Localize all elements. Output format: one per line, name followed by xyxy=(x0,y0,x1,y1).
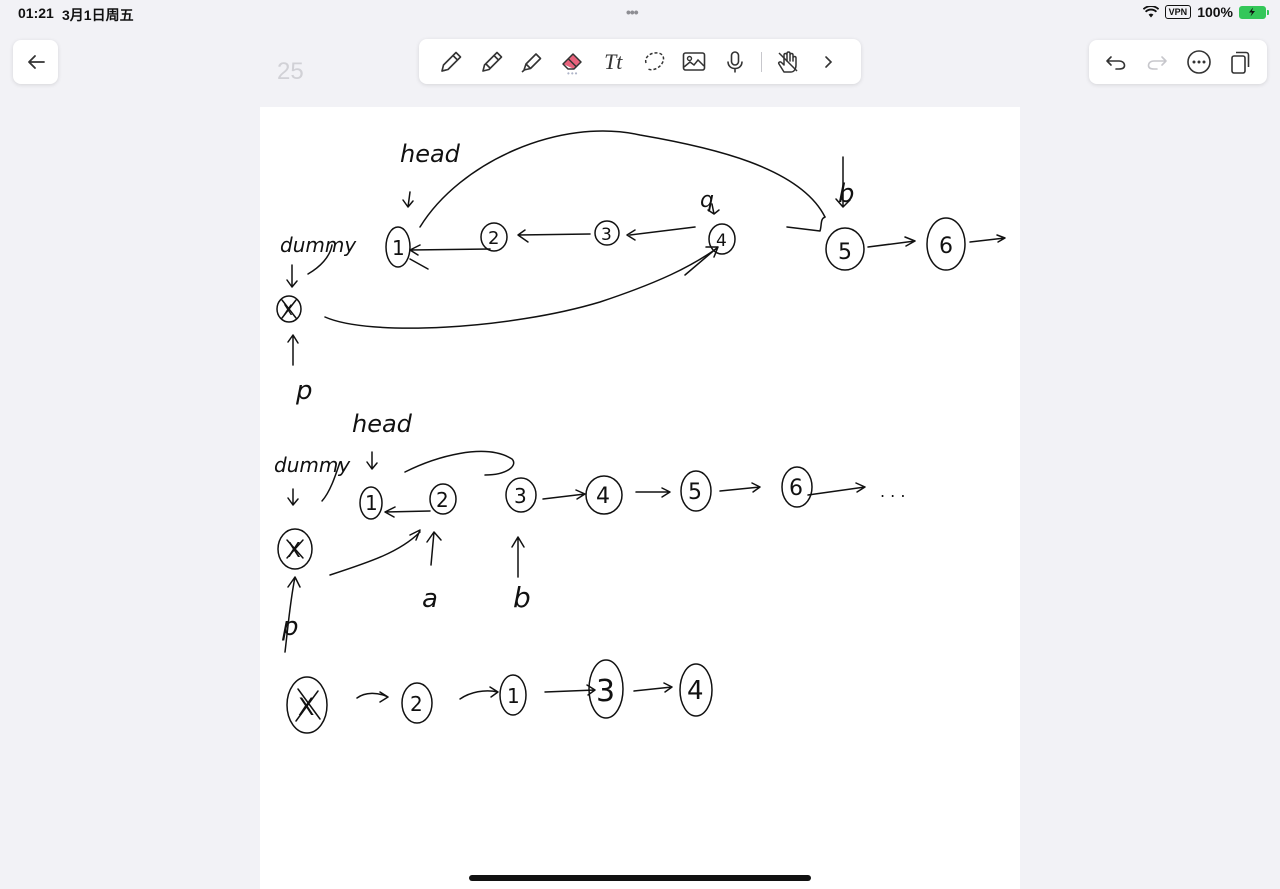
eraser-icon xyxy=(562,52,582,70)
node-4 xyxy=(708,223,736,255)
label-head-1: head xyxy=(400,140,461,168)
microphone-tool[interactable] xyxy=(715,39,756,84)
page-number: 25 xyxy=(277,58,304,85)
node3-4-label: 4 xyxy=(687,676,704,706)
node3-3-label: 3 xyxy=(596,674,615,709)
touch-tool[interactable] xyxy=(768,39,809,84)
node3-3 xyxy=(588,659,624,719)
toolbar-expand-button[interactable] xyxy=(808,39,849,84)
node-1-label: 1 xyxy=(392,236,405,260)
vpn-badge: VPN xyxy=(1164,5,1192,19)
label-b-1: b xyxy=(838,179,855,209)
undo-button[interactable] xyxy=(1097,40,1135,84)
node2-3-label: 3 xyxy=(514,484,527,508)
node3-4 xyxy=(679,663,713,717)
node-3-label: 3 xyxy=(601,225,612,245)
node2-2-label: 2 xyxy=(436,488,449,512)
microphone-icon xyxy=(726,50,743,72)
node-5-label: 5 xyxy=(838,240,852,265)
node2-3 xyxy=(505,477,537,513)
battery-percent: 100% xyxy=(1197,4,1233,20)
node-x-label: X xyxy=(283,303,293,319)
multitask-indicator[interactable]: ••• xyxy=(626,4,639,20)
redo-button[interactable] xyxy=(1138,40,1176,84)
image-tool[interactable] xyxy=(674,39,715,84)
pen-icon xyxy=(441,51,462,72)
node-4-label: 4 xyxy=(716,231,727,251)
node-2 xyxy=(480,222,508,252)
node3-2-label: 2 xyxy=(410,692,423,716)
chevron-right-icon xyxy=(824,55,832,68)
highlighter-icon xyxy=(521,52,542,73)
redo-icon xyxy=(1147,56,1168,70)
node-x xyxy=(276,295,302,323)
node2-2 xyxy=(429,483,457,515)
node2-x xyxy=(277,528,313,570)
ellipsis: . . . xyxy=(880,482,905,501)
label-b-2: b xyxy=(513,581,531,614)
eraser-size-indicator: ••• xyxy=(567,69,579,78)
node2-1-label: 1 xyxy=(365,491,378,515)
more-icon xyxy=(1186,50,1211,74)
node2-5 xyxy=(680,470,712,512)
more-button[interactable] xyxy=(1180,40,1218,84)
note-canvas[interactable]: head dummy p q b X 1 2 3 4 5 6 head dumm… xyxy=(260,107,1020,889)
battery-icon xyxy=(1239,5,1269,19)
label-dummy-2: dummy xyxy=(274,453,351,477)
eraser-tool[interactable]: ••• xyxy=(553,39,594,84)
lasso-tool[interactable] xyxy=(634,39,675,84)
text-tool[interactable]: Tt xyxy=(593,39,634,84)
node-5 xyxy=(825,227,865,271)
pages-icon xyxy=(1231,51,1250,74)
node-1 xyxy=(385,226,411,268)
home-indicator[interactable] xyxy=(469,875,811,881)
node3-1 xyxy=(499,674,527,716)
image-icon xyxy=(682,51,706,71)
label-p-1: p xyxy=(295,376,313,406)
node-2-label: 2 xyxy=(488,228,499,249)
label-a: a xyxy=(422,584,438,614)
node-3 xyxy=(594,220,620,246)
node-6-label: 6 xyxy=(939,234,953,259)
label-q: q xyxy=(700,188,714,213)
node2-x-label: X xyxy=(287,538,301,562)
node3-1-label: 1 xyxy=(507,684,520,708)
node-6 xyxy=(926,217,966,271)
label-head-2: head xyxy=(352,410,413,438)
highlighter-tool[interactable] xyxy=(512,39,553,84)
document-actions xyxy=(1089,40,1267,84)
status-date: 3月1日周五 xyxy=(62,7,134,23)
text-tool-icon: Tt xyxy=(604,48,623,74)
status-time: 01:21 xyxy=(18,5,54,21)
touch-hand-icon xyxy=(778,50,798,73)
arrow-left-icon xyxy=(27,55,45,69)
node2-5-label: 5 xyxy=(688,480,702,505)
curve-head-to-5 xyxy=(419,130,826,228)
label-p-2: p xyxy=(281,612,299,642)
label-dummy-1: dummy xyxy=(280,233,357,257)
node2-4-label: 4 xyxy=(596,484,610,509)
status-indicators: VPN 100% xyxy=(1142,4,1269,20)
lasso-icon xyxy=(644,51,664,70)
drawing-toolbar: ••• Tt xyxy=(419,39,861,84)
pen-tool[interactable] xyxy=(431,39,472,84)
node3-x-label: X xyxy=(298,693,314,721)
status-bar: 01:21 3月1日周五 ••• VPN 100% xyxy=(0,0,1280,26)
undo-icon xyxy=(1105,56,1126,70)
pencil-tool[interactable] xyxy=(472,39,513,84)
node2-1 xyxy=(359,486,383,520)
pages-button[interactable] xyxy=(1221,40,1259,84)
wifi-icon xyxy=(1142,6,1159,18)
node3-x xyxy=(286,676,328,734)
node2-6-label: 6 xyxy=(789,476,803,501)
back-button[interactable] xyxy=(13,40,58,84)
node3-2 xyxy=(401,682,433,724)
handwriting-layer: head dummy p q b X 1 2 3 4 5 6 head dumm… xyxy=(274,130,1006,734)
node2-6 xyxy=(781,466,813,508)
pencil-icon xyxy=(481,51,503,72)
toolbar-divider xyxy=(761,51,762,72)
node2-4 xyxy=(585,475,623,515)
